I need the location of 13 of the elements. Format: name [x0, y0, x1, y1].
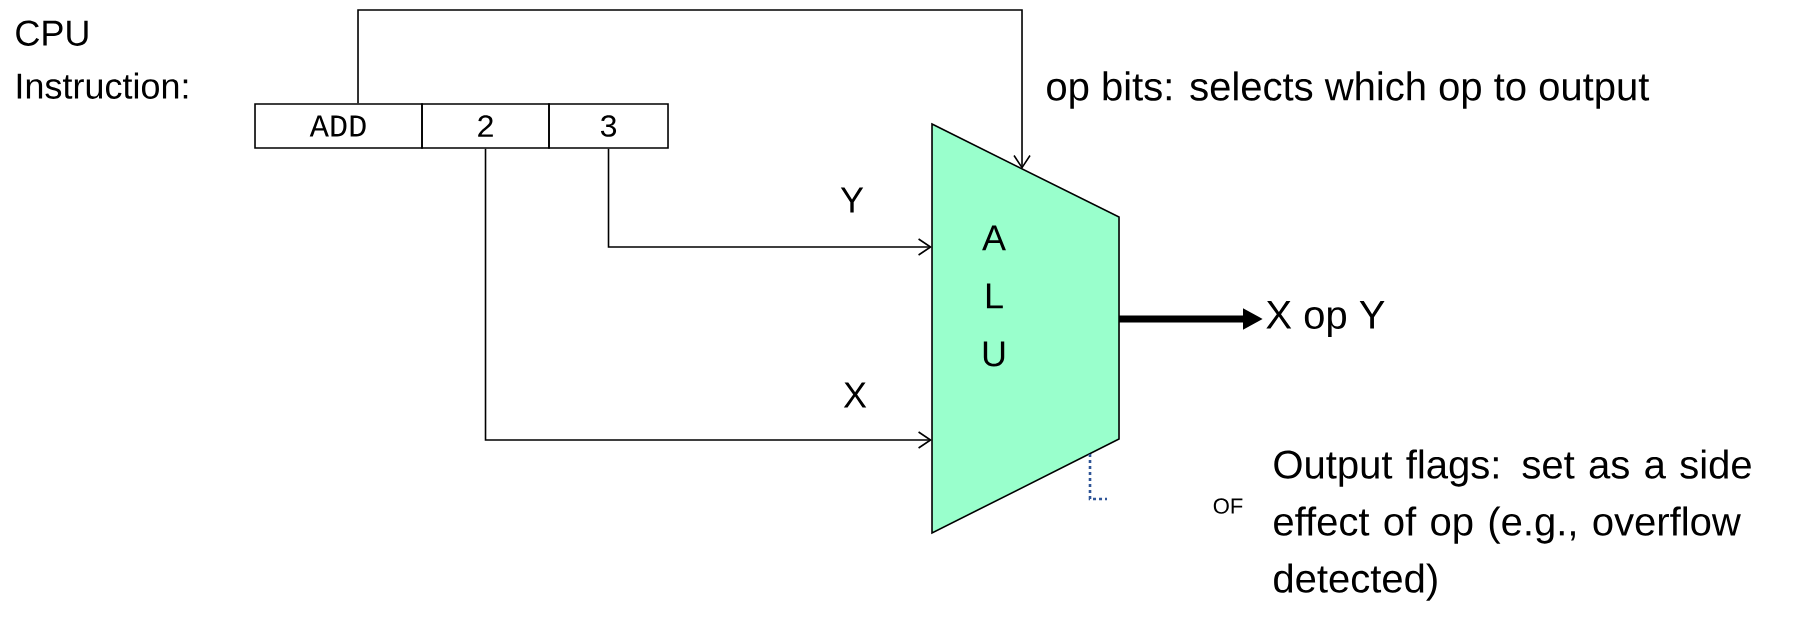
instruction-label: CPU Instruction:	[16, 20, 188, 99]
arrow	[607, 148, 932, 256]
annotation-text: op bits: selects which op to output	[1047, 71, 1650, 109]
register-cell: 2	[421, 103, 550, 149]
flag-label: OF	[1213, 498, 1243, 514]
edge-label: X	[841, 380, 869, 410]
register-cell: 3	[548, 103, 669, 149]
arrow	[484, 148, 932, 449]
annotation-text: Output flags: set as a side effect of op (e.g., overflow detected)	[1274, 449, 1751, 601]
arrow	[357, 9, 1031, 169]
edge-label: Y	[838, 185, 866, 215]
register-cell: ADD	[254, 103, 423, 149]
output-text: X op Y	[1266, 301, 1385, 337]
